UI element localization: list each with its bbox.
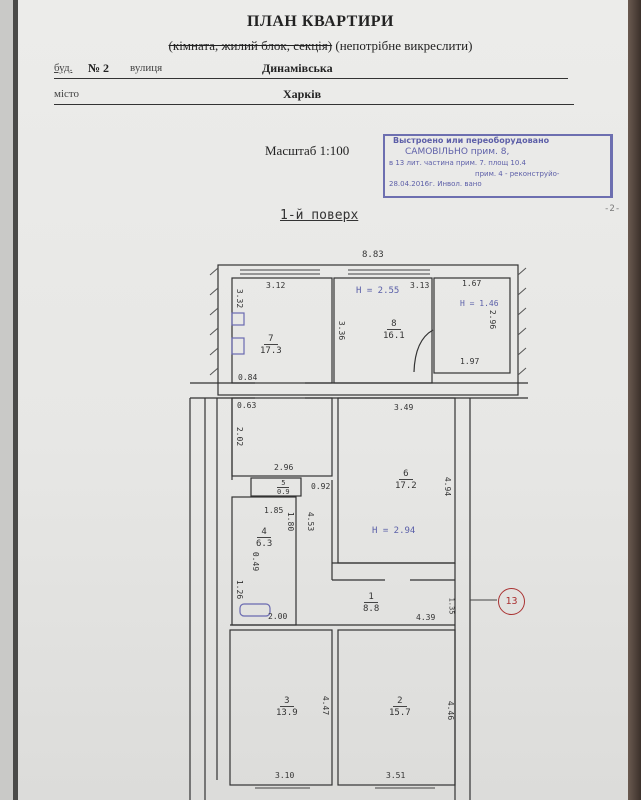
apartment-marker: 13 [498, 588, 525, 615]
room-area: 13.9 [276, 708, 298, 718]
dimension: 4.94 [443, 476, 453, 497]
stamp-line: прим. 4 - реконструйо- [475, 170, 560, 178]
dimension: 4.47 [321, 695, 331, 716]
dimension: 3.12 [266, 281, 286, 290]
floor-label: 1-й поверх [280, 208, 359, 223]
building-number: № 2 [88, 61, 110, 75]
document-title: ПЛАН КВАРТИРИ [247, 13, 394, 30]
dimension: 2.00 [268, 612, 288, 621]
dimension: 3.51 [386, 771, 406, 780]
dimension: 4.53 [306, 511, 316, 532]
room-area: 6.3 [256, 539, 273, 549]
dimension: 1.85 [264, 506, 284, 515]
dimension: 0.63 [237, 401, 257, 410]
table-edge [628, 0, 641, 800]
ceiling-height: H = 2.55 [356, 286, 400, 296]
street-label: вулиця [130, 62, 163, 74]
room-number: 5 [277, 479, 290, 488]
document-page [18, 0, 628, 800]
room-number: 3 [280, 696, 294, 707]
dimension: 3.32 [235, 288, 245, 309]
room-number: 8 [387, 319, 401, 330]
room-number: 4 [257, 527, 271, 538]
room-number: 1 [364, 592, 378, 603]
city-line [54, 104, 574, 105]
stamp-line: САМОВІЛЬНО прим. 8, [405, 147, 510, 157]
page-edge [0, 0, 13, 800]
document-subtitle: (кімната, жилий блок, секція) (непотрібн… [0, 38, 641, 54]
room-number: 7 [264, 334, 278, 345]
room-area: 17.3 [260, 346, 282, 356]
dimension: 1.26 [235, 579, 245, 600]
dimension: 0.84 [238, 373, 258, 382]
dimension: 2.96 [488, 309, 498, 330]
dimension: 0.49 [251, 551, 261, 572]
dimension: 2.96 [274, 463, 294, 472]
room-area: 8.8 [363, 604, 380, 614]
dimension: 4.39 [416, 613, 436, 622]
subtitle-struck: (кімната, жилий блок, секція) [168, 38, 333, 53]
ceiling-height: H = 1.46 [460, 299, 499, 308]
dimension: 3.13 [410, 281, 430, 290]
dimension: 1.67 [462, 279, 482, 288]
street-value: Динамівська [262, 61, 333, 75]
dimension: 3.49 [394, 403, 414, 412]
dimension: 1.35 [447, 597, 456, 615]
dimension: 2.02 [235, 426, 245, 447]
room-number: 2 [393, 696, 407, 707]
dimension: 3.10 [275, 771, 295, 780]
wall-outline [217, 264, 519, 396]
room-area: 16.1 [383, 331, 405, 341]
binder-edge [13, 0, 18, 800]
room-area: 15.7 [389, 708, 411, 718]
stamp-line: 28.04.2016г. Инвол. вано [389, 180, 482, 188]
room-area: 17.2 [395, 481, 417, 491]
city-label: місто [54, 88, 80, 100]
official-stamp: Выстроено или переоборудовано САМОВІЛЬНО… [383, 134, 613, 198]
page-number: -2- [604, 204, 621, 214]
dimension: 1.97 [460, 357, 480, 366]
dimension: 4.46 [446, 700, 456, 721]
overall-width: 8.83 [362, 250, 384, 260]
city-value: Харків [283, 87, 322, 101]
scale-label: Масштаб 1:100 [265, 143, 350, 158]
dimension: 0.92 [311, 482, 331, 491]
building-label: буд. [54, 62, 73, 74]
dimension: 1.80 [286, 511, 296, 532]
street-line [54, 78, 568, 79]
room-area: 0.9 [277, 488, 290, 496]
room-number: 6 [399, 469, 413, 480]
subtitle-note: (непотрібне викреслити) [335, 38, 473, 53]
stamp-line: в 13 лит. частина прим. 7. площ 10.4 [389, 159, 526, 167]
dimension: 3.36 [337, 320, 347, 341]
stamp-line: Выстроено или переоборудовано [393, 136, 550, 145]
ceiling-height: H = 2.94 [372, 526, 416, 536]
